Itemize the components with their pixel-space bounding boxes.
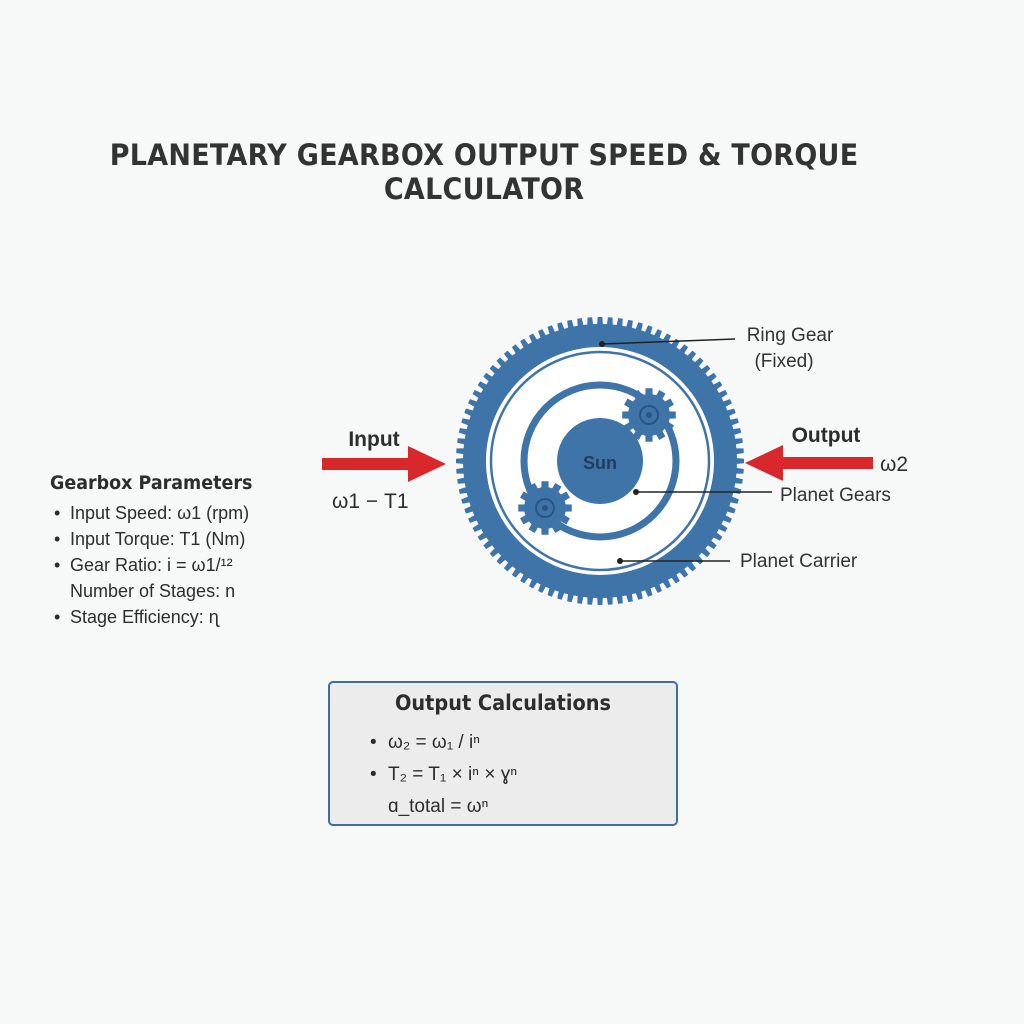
planet-gear-bottom (518, 481, 572, 535)
parameters-list: • Input Speed: ω1 (rpm) • Input Torque: T1… (50, 500, 300, 630)
parameter-text: Number of Stages: n (70, 581, 236, 601)
output-calculations-box: Output Calculations • ω₂ = ω₁ / iⁿ • T₂ = … (328, 681, 678, 826)
parameter-text: Stage Efficiency: ɳ (70, 607, 219, 627)
calculations-list: • ω₂ = ω₁ / iⁿ • T₂ = T₁ × iⁿ × ɣⁿ ɑ_total… (370, 727, 517, 823)
parameter-item: • Input Torque: T1 (Nm) (50, 526, 300, 552)
ring-gear-tooth-set (456, 317, 744, 605)
sun-label: Sun (583, 453, 617, 473)
planet-gear-teeth (622, 388, 676, 442)
planet-gears-label: Planet Gears (780, 485, 891, 506)
calculation-text: T₂ = T₁ × iⁿ × ɣⁿ (388, 764, 518, 785)
gearbox-parameters: Gearbox Parameters • Input Speed: ω1 (rpm… (50, 472, 300, 630)
parameter-text: Input Torque: T1 (Nm) (70, 529, 246, 549)
calculation-item: • T₂ = T₁ × iⁿ × ɣⁿ (370, 759, 517, 791)
calculations-heading: Output Calculations (394, 691, 612, 715)
bullet: • (54, 503, 61, 523)
bullet: • (370, 732, 377, 753)
calculation-item: • ω₂ = ω₁ / iⁿ (370, 727, 517, 759)
planet-gears-leader-dot (633, 489, 639, 495)
parameter-item: • Stage Efficiency: ɳ (50, 604, 300, 630)
ring-gear-inner (486, 347, 714, 575)
calculation-text: ω₂ = ω₁ / iⁿ (388, 732, 481, 753)
ring-gear-inner-line (489, 350, 711, 572)
bullet: • (54, 555, 61, 575)
input-arrow-head (408, 446, 446, 482)
planet-gear-body (628, 394, 670, 436)
output-arrow-shaft (783, 457, 873, 469)
sun-gear (557, 418, 643, 504)
output-arrow-head (745, 445, 783, 481)
output-label: Output (792, 424, 861, 447)
parameter-item: • Input Speed: ω1 (rpm) (50, 500, 300, 526)
output-formula: ω2 (880, 453, 908, 476)
planet-carrier-ring (520, 381, 680, 541)
input-label: Input (348, 428, 399, 451)
planet-gear-top (622, 388, 676, 442)
parameter-item: • Gear Ratio: i = ω1/¹² (50, 552, 300, 578)
ring-gear-fixed-label: (Fixed) (754, 351, 813, 372)
planet-gear-pin (646, 412, 652, 418)
bullet: • (54, 529, 61, 549)
planet-gear-teeth (518, 481, 572, 535)
planet-gear-hub (535, 498, 555, 518)
bullet: • (370, 764, 377, 785)
calculation-text: ɑ_total = ωⁿ (388, 796, 489, 817)
ring-gear-leader-dot (599, 341, 605, 347)
ring-gear-leader (601, 338, 736, 345)
page-title: PLANETARY GEARBOX OUTPUT SPEED & TORQUE … (109, 138, 859, 206)
input-formula: ω1 − T1 (332, 490, 409, 513)
planet-carrier-label: Planet Carrier (740, 551, 858, 572)
bullet: • (54, 607, 61, 627)
planet-gear-pin (542, 505, 548, 511)
planet-gear-hub (639, 405, 659, 425)
parameter-text: Gear Ratio: i = ω1/¹² (70, 555, 233, 575)
input-arrow-shaft (322, 458, 408, 470)
calculation-item: ɑ_total = ωⁿ (370, 791, 517, 823)
ring-gear-teeth (456, 317, 744, 605)
parameter-text: Input Speed: ω1 (rpm) (70, 503, 250, 523)
planet-carrier-leader-dot (617, 558, 623, 564)
ring-gear (463, 324, 737, 598)
planet-gear-body (524, 487, 566, 529)
ring-gear-label: Ring Gear (747, 325, 834, 346)
parameter-item: Number of Stages: n (50, 578, 300, 604)
parameters-heading: Gearbox Parameters (50, 472, 253, 494)
